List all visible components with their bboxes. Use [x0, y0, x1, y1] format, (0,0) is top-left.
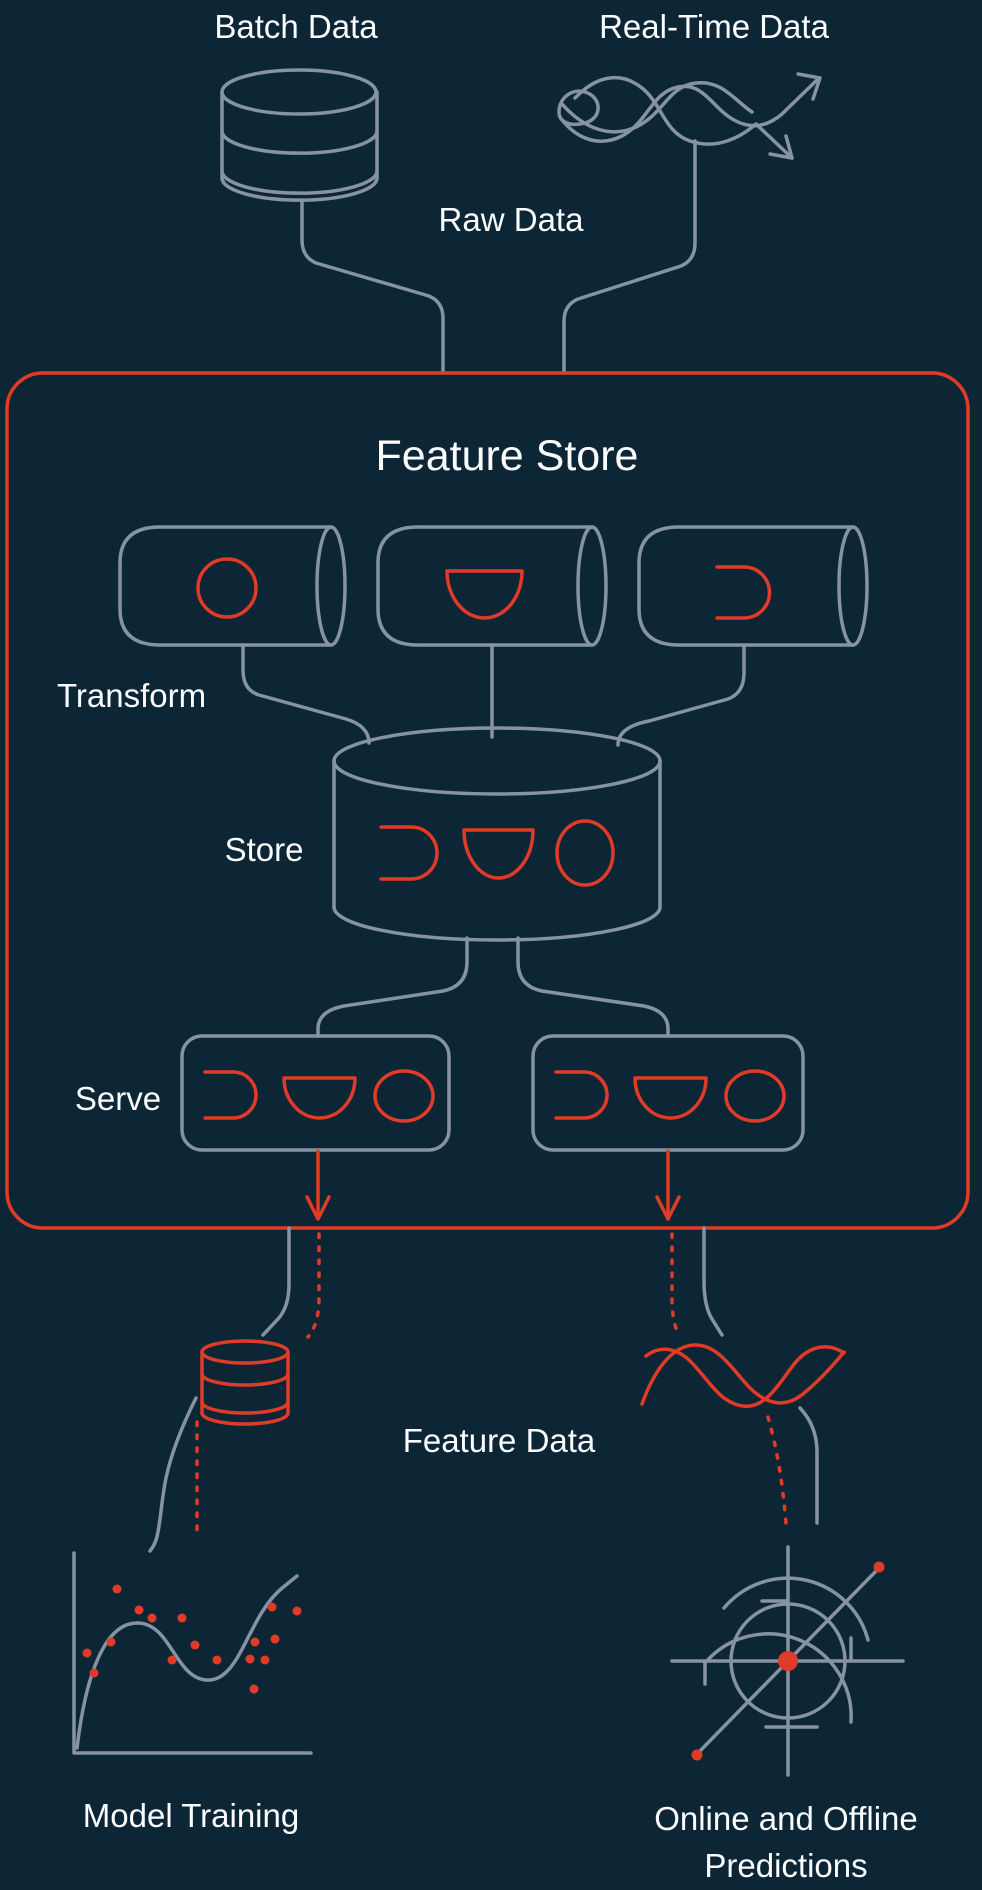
hook-feature-glyph: [715, 565, 772, 620]
store-to-serve-left-line: [316, 936, 469, 1038]
feature-data-label: Feature Data: [403, 1422, 596, 1459]
realtime-stream-icon: [557, 72, 822, 160]
store-database-icon: [332, 726, 662, 942]
store-stage-label: Store: [225, 831, 304, 868]
bowl-feature-glyph: [282, 1076, 357, 1120]
circle-feature-glyph: [555, 819, 615, 887]
circle-feature-glyph: [373, 1069, 435, 1123]
batch-database-icon: [220, 68, 379, 202]
offline-flow-lines: [148, 1226, 321, 1553]
transform-pipe-icon-2: [376, 525, 608, 647]
raw-data-label: Raw Data: [439, 201, 585, 238]
pipe3-to-store-line: [616, 643, 746, 747]
circle-feature-glyph: [196, 557, 258, 619]
store-to-serve-right-line: [516, 936, 670, 1038]
hook-feature-glyph: [554, 1070, 609, 1120]
model-training-label: Model Training: [83, 1797, 299, 1834]
hook-feature-glyph: [203, 1070, 258, 1120]
model-training-chart-icon: [72, 1551, 313, 1755]
transform-stage-label: Transform: [57, 677, 206, 714]
serve-output-arrow-left: [305, 1149, 331, 1221]
batch-connector-line: [300, 198, 445, 375]
realtime-data-label: Real-Time Data: [599, 8, 829, 45]
serve-stage-label: Serve: [75, 1080, 161, 1117]
transform-pipe-icon-1: [118, 525, 347, 647]
feature-wave-icon: [640, 1343, 846, 1408]
circle-feature-glyph: [724, 1069, 786, 1123]
hook-feature-glyph: [379, 825, 439, 881]
bowl-feature-glyph: [445, 569, 524, 620]
feature-store-box: [5, 371, 970, 1230]
batch-data-label: Batch Data: [214, 8, 378, 45]
predictions-target-icon: [670, 1545, 905, 1777]
predictions-label-line1: Online and Offline: [654, 1800, 918, 1837]
online-flow-lines: [670, 1226, 819, 1525]
transform-pipe-icon-3: [637, 525, 869, 647]
feature-store-title: Feature Store: [376, 432, 639, 480]
serve-box-left: [180, 1034, 451, 1152]
bowl-feature-glyph: [462, 828, 535, 880]
predictions-label-line2: Predictions: [704, 1847, 867, 1884]
realtime-connector-line: [562, 139, 697, 375]
pipe1-to-store-line: [241, 643, 371, 745]
feature-database-icon: [200, 1339, 290, 1426]
serve-output-arrow-right: [655, 1149, 681, 1221]
serve-box-right: [531, 1034, 805, 1152]
scatter-points: [82, 1584, 302, 1694]
bowl-feature-glyph: [633, 1076, 708, 1120]
